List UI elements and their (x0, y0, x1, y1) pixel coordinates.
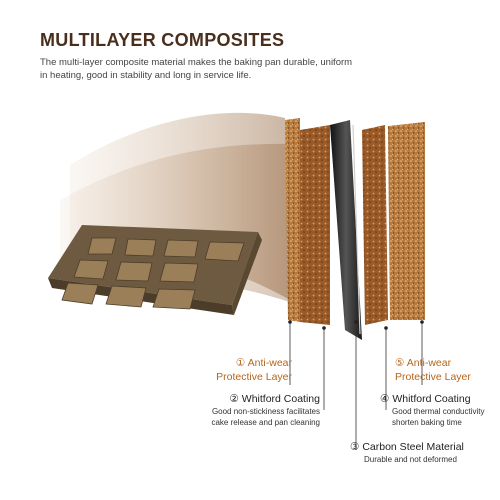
layer-5-title: ⑤ Anti-wear (395, 357, 452, 369)
layer-label-3: ③ Carbon Steel Material Durable and not … (350, 440, 490, 465)
layer-4-title: ④ Whitford Coating (380, 393, 471, 405)
layer-5-title-2: Protective Layer (395, 371, 471, 383)
layer-label-2: ② Whitford Coating Good non-stickiness f… (180, 392, 320, 428)
layer-2-sub-1: Good non-stickiness facilitates (211, 407, 320, 416)
layer-1-antiwear (285, 118, 300, 322)
layer-2-whitford (300, 125, 330, 325)
layer-4-sub-2: shorten baking time (392, 418, 462, 427)
layer-3-steel (330, 120, 362, 340)
layer-5-antiwear (388, 122, 425, 320)
layer-1-title-2: Protective Layer (216, 371, 292, 383)
leader-lines (289, 322, 423, 450)
description-text: The multi-layer composite material makes… (40, 57, 353, 81)
layer-3-title: ③ Carbon Steel Material (350, 441, 464, 453)
layer-2-title: ② Whitford Coating (229, 393, 320, 405)
layer-3-sub-1: Durable and not deformed (364, 455, 457, 464)
layer-1-title: ① Anti-wear (235, 357, 292, 369)
layer-4-sub-1: Good thermal conductivity (392, 407, 485, 416)
layer-label-1: ① Anti-wear Protective Layer (196, 356, 292, 384)
layer-label-5: ⑤ Anti-wear Protective Layer (395, 356, 495, 384)
layer-label-4: ④ Whitford Coating Good thermal conducti… (380, 392, 500, 428)
baking-pan-image (48, 225, 262, 315)
page-title: MULTILAYER COMPOSITES (40, 30, 285, 50)
layer-2-sub-2: cake release and pan cleaning (211, 418, 320, 427)
layer-4-whitford (362, 125, 388, 325)
